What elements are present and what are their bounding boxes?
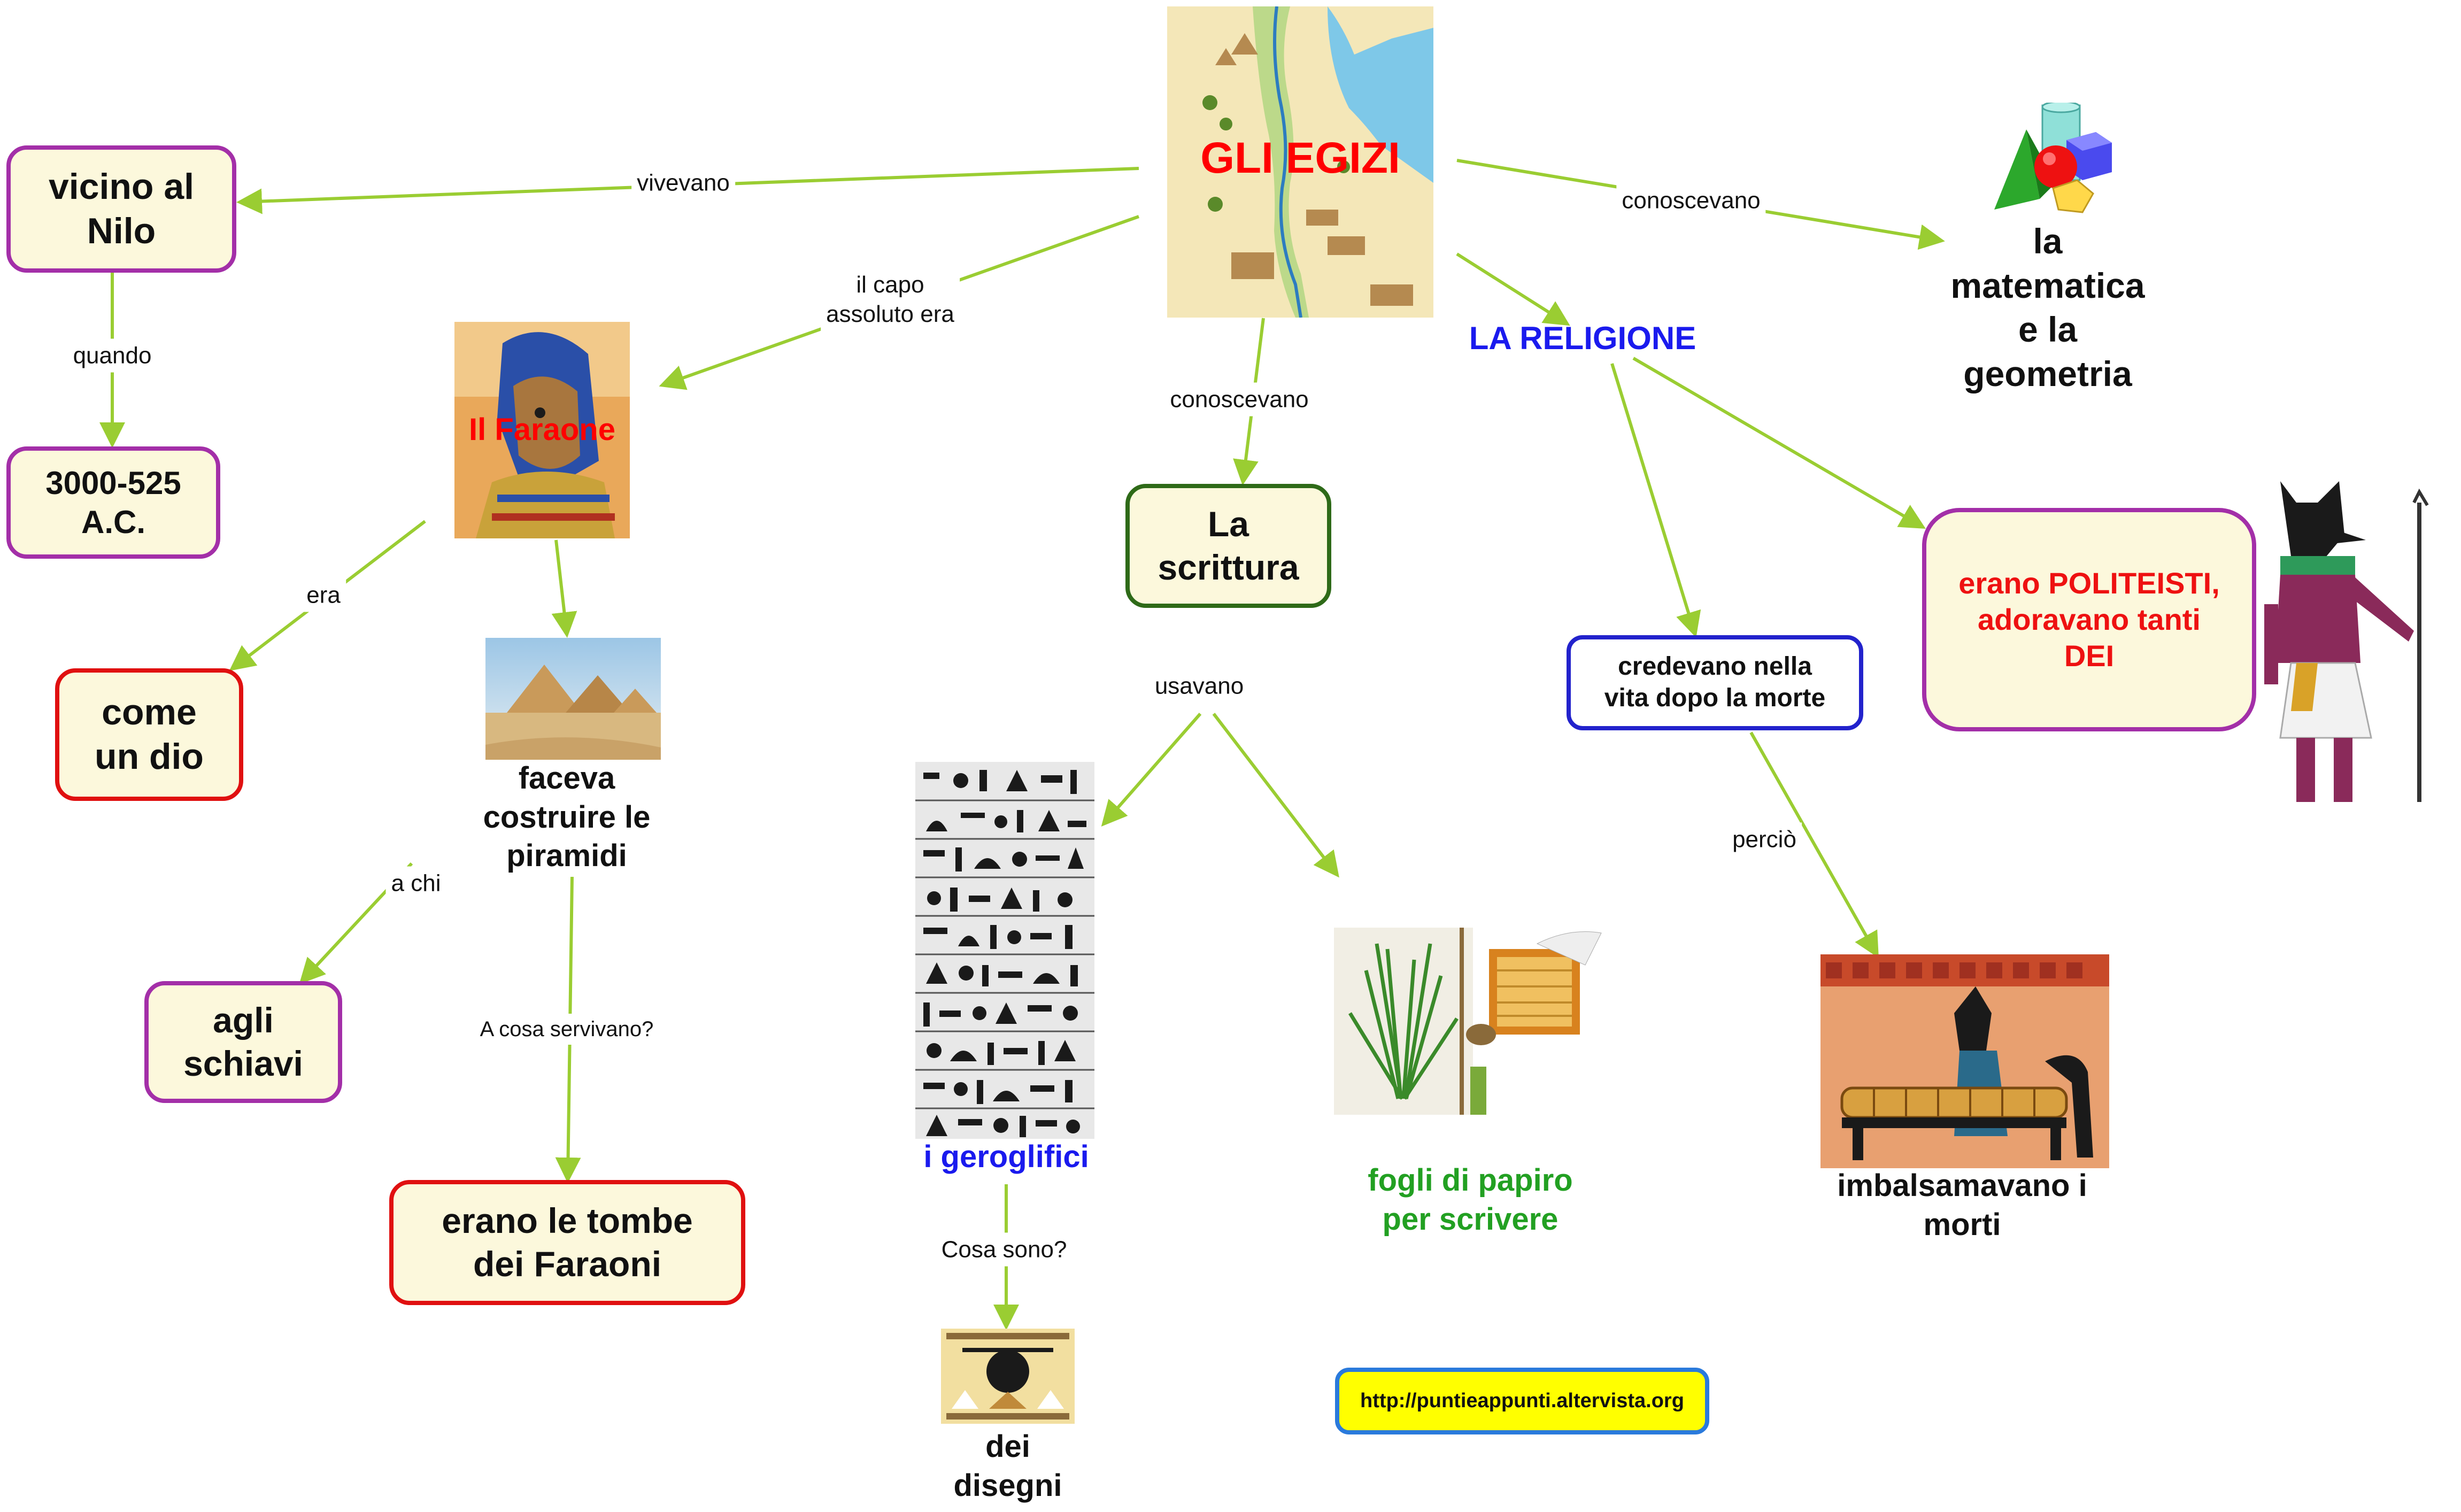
source-url-link[interactable]: http://puntieappunti.altervista.org bbox=[1335, 1368, 1709, 1434]
node-schiavi[interactable]: agli schiavi bbox=[144, 981, 342, 1103]
node-disegni[interactable]: dei disegni bbox=[953, 1429, 1062, 1503]
edge-scrittura-gero bbox=[1101, 713, 1202, 827]
link-label-quando: quando bbox=[67, 338, 157, 373]
hieroglyphs-tablet-picture bbox=[915, 762, 1094, 1139]
central-topic-title: GLI EGIZI bbox=[1200, 134, 1400, 182]
edge-religione-politeisti bbox=[1632, 357, 1926, 529]
link-label-capo: il capo assoluto era bbox=[821, 268, 960, 331]
link-label-a-cosa: A cosa servivano? bbox=[474, 1014, 659, 1045]
node-matematica[interactable]: la matematica e la geometria bbox=[1950, 221, 2145, 394]
egypt-map-picture bbox=[1167, 6, 1433, 318]
link-label-conoscevano-mat: conoscevano bbox=[1616, 183, 1766, 218]
link-label-cosa-sono: Cosa sono? bbox=[936, 1232, 1073, 1267]
papyrus-plant-picture bbox=[1334, 928, 1608, 1115]
node-morti[interactable]: imbalsamavano i morti bbox=[1837, 1168, 2087, 1242]
node-date[interactable]: 3000-525 A.C. bbox=[6, 446, 220, 559]
edge-religione-vita bbox=[1610, 363, 1701, 638]
node-vita[interactable]: credevano nella vita dopo la morte bbox=[1567, 635, 1863, 730]
hieroglyph-drawing-picture bbox=[941, 1329, 1075, 1424]
edge-vita-morti bbox=[1749, 731, 1879, 958]
link-label-conoscevano-scrittura: conoscevano bbox=[1164, 382, 1314, 416]
link-label-vivevano: vivevano bbox=[631, 166, 735, 200]
pharaoh-portrait-picture bbox=[454, 322, 630, 538]
link-label-a-chi: a chi bbox=[385, 866, 446, 900]
node-piramidi[interactable]: faceva costruire le piramidi bbox=[483, 761, 651, 873]
node-papiro[interactable]: fogli di papiro per scrivere bbox=[1368, 1163, 1573, 1237]
link-label-percio: perciò bbox=[1727, 822, 1802, 857]
pyramids-picture bbox=[485, 638, 661, 760]
mummification-picture bbox=[1820, 954, 2109, 1168]
node-faraone[interactable]: Il Faraone bbox=[469, 412, 615, 447]
edge-title-religione bbox=[1456, 252, 1570, 326]
node-politeisti[interactable]: erano POLITEISTI, adoravano tanti DEI bbox=[1922, 508, 2256, 731]
link-label-era: era bbox=[301, 578, 346, 612]
node-come-dio[interactable]: come un dio bbox=[55, 668, 243, 801]
edge-scrittura-papiro bbox=[1212, 713, 1339, 878]
node-scrittura[interactable]: La scrittura bbox=[1125, 484, 1331, 608]
node-geroglifici[interactable]: i geroglifici bbox=[923, 1139, 1089, 1174]
edge-faraone-piramidi bbox=[551, 539, 577, 638]
link-label-usavano: usavano bbox=[1149, 669, 1249, 703]
anubis-figure-picture bbox=[2259, 460, 2451, 813]
node-tombe[interactable]: erano le tombe dei Faraoni bbox=[389, 1180, 745, 1305]
geometric-solids-picture bbox=[1992, 103, 2115, 220]
node-vicino-nilo[interactable]: vicino al Nilo bbox=[6, 145, 236, 273]
node-religione[interactable]: LA RELIGIONE bbox=[1469, 320, 1696, 356]
